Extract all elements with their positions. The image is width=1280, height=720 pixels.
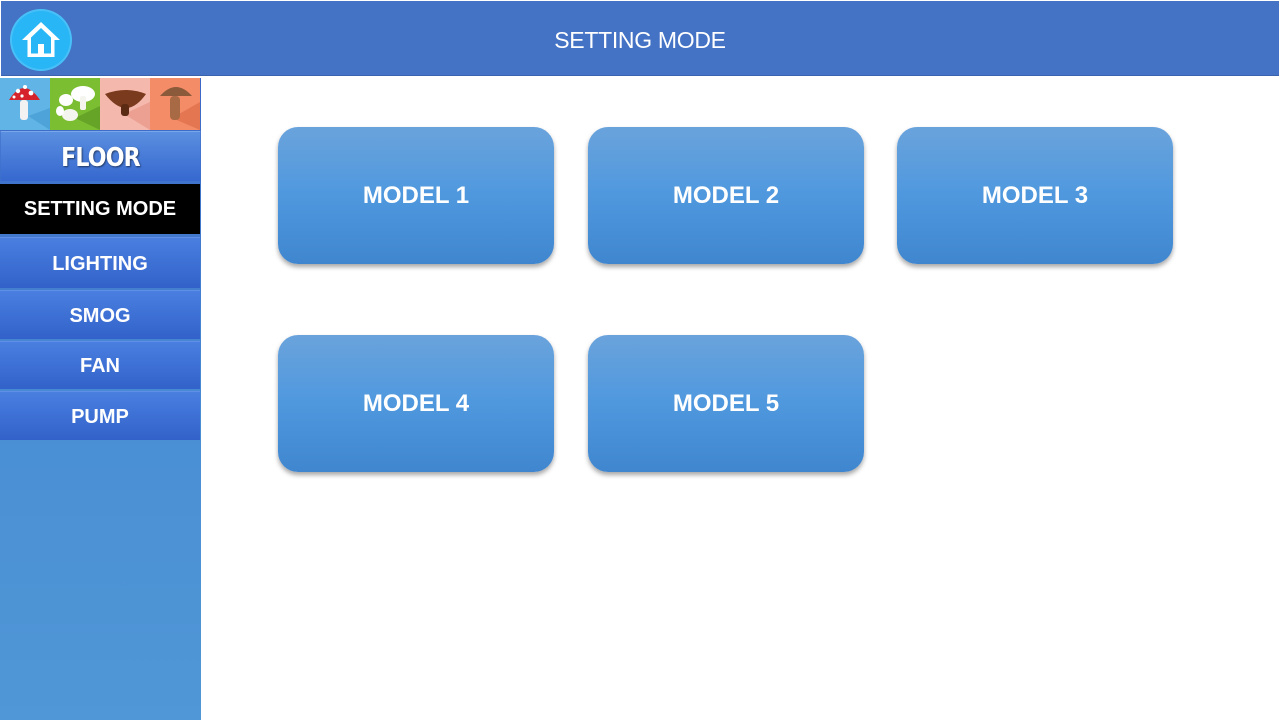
page-title: SETTING MODE bbox=[554, 27, 726, 53]
mushroom-tile-strip bbox=[0, 78, 200, 130]
bolete-mushroom-icon bbox=[160, 87, 200, 130]
model-3-button[interactable]: MODEL 3 bbox=[897, 127, 1173, 264]
model-2-button[interactable]: MODEL 2 bbox=[588, 127, 864, 264]
model-5-button[interactable]: MODEL 5 bbox=[588, 335, 864, 472]
sidebar-item-pump[interactable]: PUMP bbox=[0, 391, 200, 440]
model-4-button[interactable]: MODEL 4 bbox=[278, 335, 554, 472]
sidebar-item-fan[interactable]: FAN bbox=[0, 341, 200, 389]
model-1-button[interactable]: MODEL 1 bbox=[278, 127, 554, 264]
tile-red-mushroom bbox=[0, 78, 50, 130]
floor-title: FLOOR bbox=[0, 131, 201, 181]
header-bar: SETTING MODE bbox=[1, 1, 1279, 76]
tile-brown-mushroom bbox=[100, 78, 150, 130]
home-icon bbox=[22, 22, 60, 57]
sidebar-item-lighting[interactable]: LIGHTING bbox=[0, 237, 200, 288]
white-mushroom-icon bbox=[56, 86, 100, 130]
sidebar-item-smog[interactable]: SMOG bbox=[0, 290, 200, 339]
home-button[interactable] bbox=[10, 9, 72, 71]
brown-mushroom-icon bbox=[105, 90, 150, 130]
sidebar-item-setting-mode[interactable]: SETTING MODE bbox=[0, 184, 200, 234]
red-mushroom-icon bbox=[9, 85, 50, 130]
tile-white-mushroom bbox=[50, 78, 100, 130]
sidebar: FLOOR SETTING MODE LIGHTING SMOG FAN PUM… bbox=[0, 78, 201, 720]
tile-bolete-mushroom bbox=[150, 78, 200, 130]
